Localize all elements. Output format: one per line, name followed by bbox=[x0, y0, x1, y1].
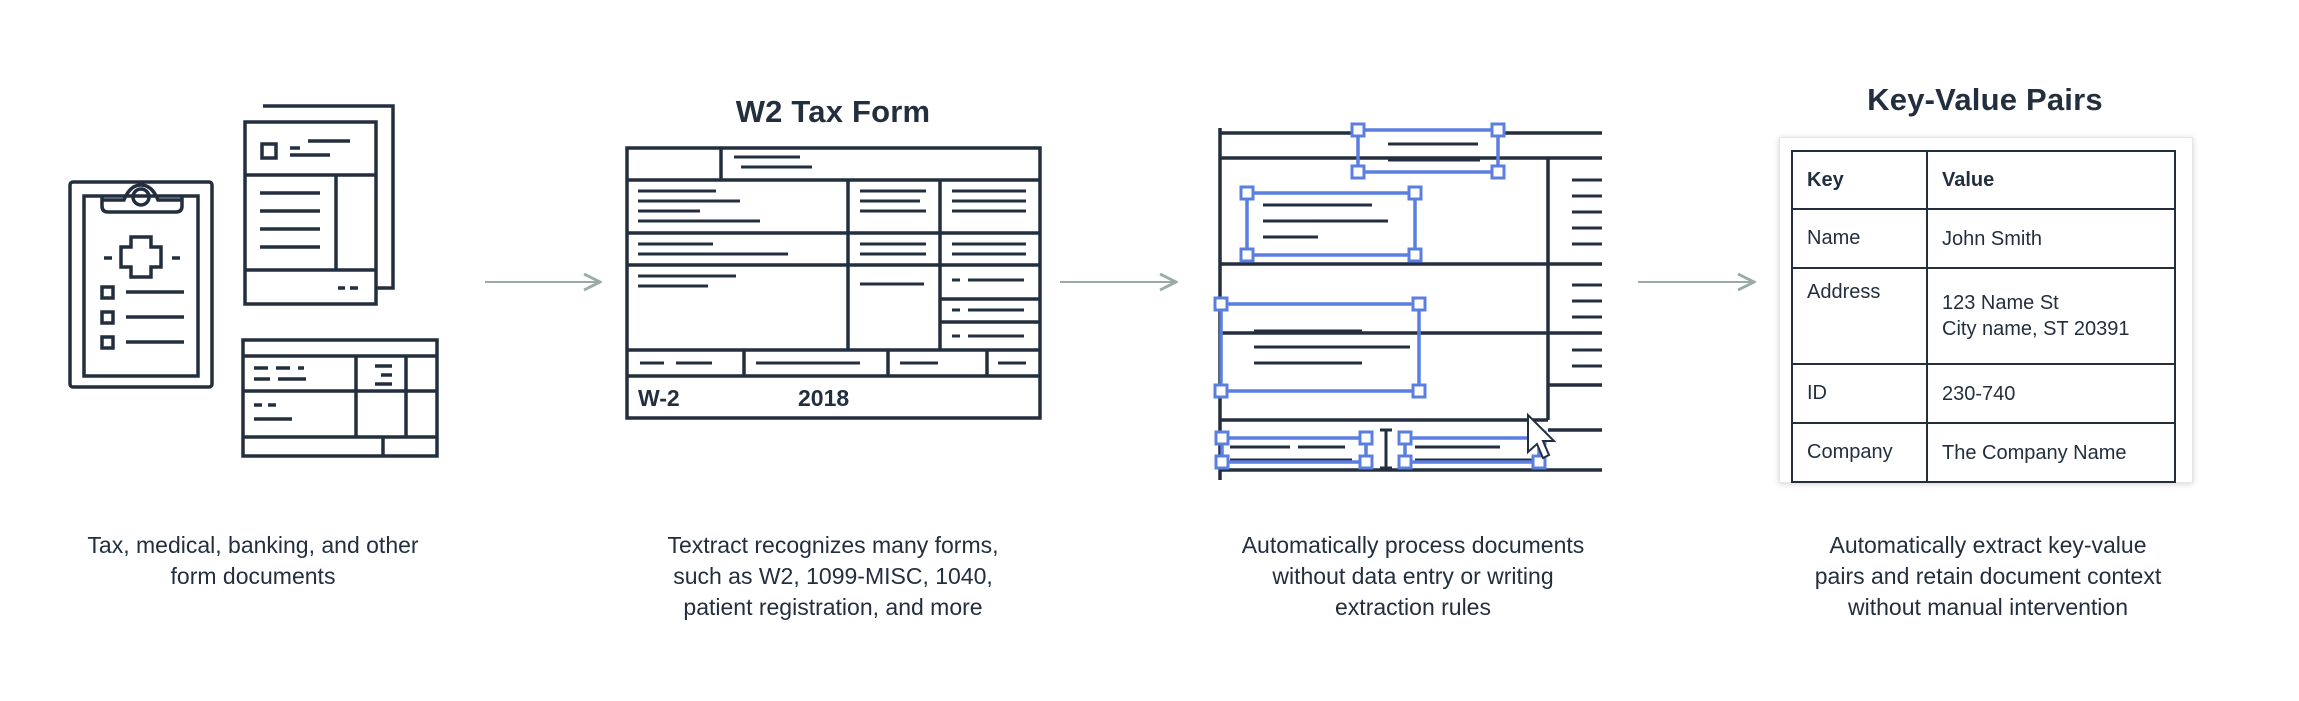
table-row: ID 230-740 bbox=[1791, 363, 2176, 424]
kv-value: 230-740 bbox=[1926, 363, 2176, 424]
kv-value: The Company Name bbox=[1926, 422, 2176, 483]
caption-line: pairs and retain document context bbox=[1814, 563, 2162, 589]
table-row: Name John Smith bbox=[1791, 208, 2176, 269]
table-form-icon bbox=[241, 338, 439, 458]
kv-key: Company bbox=[1791, 422, 1928, 483]
caption-input-documents: Tax, medical, banking, and other form do… bbox=[0, 530, 513, 592]
caption-line: extraction rules bbox=[1335, 594, 1491, 620]
w2-form-year: 2018 bbox=[798, 385, 849, 411]
clipboard-medical-icon bbox=[68, 180, 214, 389]
caption-line: such as W2, 1099-MISC, 1040, bbox=[673, 563, 993, 589]
kv-value-line: The Company Name bbox=[1942, 441, 2127, 464]
caption-line: Automatically process documents bbox=[1241, 532, 1585, 558]
kv-value-line: 230-740 bbox=[1942, 382, 2016, 405]
w2-form-icon bbox=[625, 146, 1042, 420]
kv-value-line: John Smith bbox=[1942, 227, 2043, 250]
kv-value-line: City name, ST 20391 bbox=[1942, 318, 2130, 340]
kv-header-value: Value bbox=[1926, 150, 2176, 210]
w2-heading: W2 Tax Form bbox=[735, 94, 931, 129]
kv-key: ID bbox=[1791, 363, 1928, 424]
kv-header-key: Key bbox=[1791, 150, 1928, 210]
kv-value-line: 123 Name St bbox=[1942, 292, 2059, 314]
caption-line: Textract recognizes many forms, bbox=[667, 532, 999, 558]
kv-header-row: Key Value bbox=[1791, 150, 2176, 210]
caption-line: without manual intervention bbox=[1848, 594, 2128, 620]
kv-key: Address bbox=[1791, 267, 1928, 365]
mouse-cursor-icon bbox=[1527, 412, 1557, 460]
caption-line: without data entry or writing bbox=[1272, 563, 1554, 589]
caption-line: Tax, medical, banking, and other bbox=[87, 532, 419, 558]
caption-recognize-forms: Textract recognizes many forms, such as … bbox=[573, 530, 1093, 623]
caption-line: form documents bbox=[170, 563, 336, 589]
kv-value: 123 Name St City name, ST 20391 bbox=[1926, 267, 2176, 365]
text-cursor-icon bbox=[1380, 428, 1392, 470]
table-row: Company The Company Name bbox=[1791, 422, 2176, 483]
kv-key: Name bbox=[1791, 208, 1928, 269]
stacked-forms-icon bbox=[243, 104, 395, 306]
w2-form-label: W-2 bbox=[638, 385, 680, 411]
kv-table: Key Value Name John Smith Address 123 Na… bbox=[1791, 150, 2176, 483]
highlighted-document-icon bbox=[1213, 122, 1602, 480]
table-row: Address 123 Name St City name, ST 20391 bbox=[1791, 267, 2176, 365]
caption-process-documents: Automatically process documents without … bbox=[1153, 530, 1673, 623]
kv-value: John Smith bbox=[1926, 208, 2176, 269]
caption-line: Automatically extract key-value bbox=[1829, 532, 2147, 558]
caption-extract-kv: Automatically extract key-value pairs an… bbox=[1728, 530, 2248, 623]
caption-line: patient registration, and more bbox=[683, 594, 983, 620]
kv-heading: Key-Value Pairs bbox=[1867, 82, 2103, 117]
